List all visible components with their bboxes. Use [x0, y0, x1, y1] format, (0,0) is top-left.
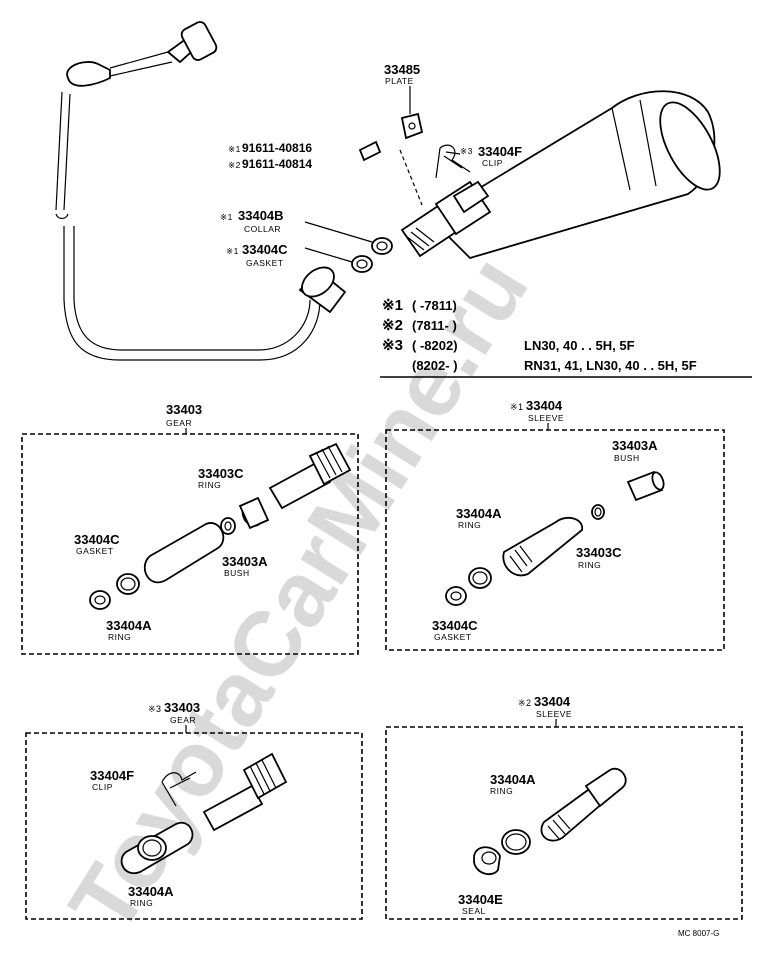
svg-text:33404C: 33404C	[74, 532, 120, 547]
box-sleeve-2-title: ※2 33404 SLEEVE	[518, 694, 572, 727]
svg-text:RING: RING	[490, 786, 513, 796]
box3-ring-label: 33404A RING	[128, 884, 174, 908]
box-gear	[21, 433, 359, 655]
svg-text:※1: ※1	[510, 402, 524, 412]
box-sleeve-1-title: ※1 33404 SLEEVE	[510, 398, 564, 430]
svg-text:※1: ※1	[382, 297, 403, 314]
svg-text:CLIP: CLIP	[92, 782, 113, 792]
svg-text:RING: RING	[458, 520, 481, 530]
svg-text:PLATE: PLATE	[385, 76, 414, 86]
svg-text:33404F: 33404F	[478, 144, 522, 159]
svg-text:GASKET: GASKET	[246, 258, 283, 268]
box3-clip-label: 33404F CLIP	[90, 768, 134, 792]
box1-bush-label: 33403A BUSH	[222, 554, 268, 578]
svg-text:( -7811): ( -7811)	[412, 298, 457, 313]
svg-text:LN30, 40 . . 5H, 5F: LN30, 40 . . 5H, 5F	[524, 338, 635, 353]
gear-box1-illustration	[89, 442, 352, 610]
svg-text:※2: ※2	[382, 317, 403, 334]
legend-row-2: ※2 (7811- )	[382, 317, 457, 334]
svg-text:33404A: 33404A	[490, 772, 536, 787]
svg-text:RING: RING	[108, 632, 131, 642]
svg-text:※1: ※1	[220, 212, 233, 222]
svg-text:91611-40814: 91611-40814	[242, 157, 312, 171]
legend: ※1 ( -7811) ※2 (7811- ) ※3 ( -8202) LN30…	[380, 297, 752, 378]
box4-seal-label: 33404E SEAL	[458, 892, 503, 916]
watermark: ToyotaCarMine.ru	[50, 239, 547, 951]
svg-text:※1: ※1	[226, 246, 239, 256]
svg-text:BUSH: BUSH	[224, 568, 250, 578]
box2-bush-label: 33403A BUSH	[612, 438, 658, 463]
box2-ring-label: 33404A RING	[456, 506, 502, 530]
box-sleeve-2	[385, 726, 743, 920]
svg-text:33403C: 33403C	[576, 545, 622, 560]
svg-text:※3: ※3	[148, 704, 162, 714]
plate-label: 33485 PLATE	[384, 62, 420, 86]
screw-label-1: ※1 91611-40816	[228, 141, 312, 155]
legend-row-1: ※1 ( -7811)	[382, 297, 457, 314]
collar-label: ※1 33404B COLLAR	[220, 208, 284, 234]
diagram-code: MC 8007-G	[678, 929, 719, 938]
svg-text:GEAR: GEAR	[170, 715, 196, 725]
svg-text:(8202- ): (8202- )	[412, 358, 458, 373]
sleeve-box2-illustration	[445, 470, 665, 606]
svg-text:CLIP: CLIP	[482, 158, 503, 168]
svg-text:GASKET: GASKET	[76, 546, 113, 556]
box-gear-title: 33403 GEAR	[166, 402, 202, 434]
legend-row-3: ※3 ( -8202) LN30, 40 . . 5H, 5F	[382, 337, 635, 354]
svg-text:33404: 33404	[534, 694, 571, 709]
svg-text:※2: ※2	[228, 160, 241, 170]
svg-text:33485: 33485	[384, 62, 420, 77]
svg-text:33404B: 33404B	[238, 208, 284, 223]
svg-text:33404A: 33404A	[106, 618, 152, 633]
box2-ring-small-label: 33403C RING	[576, 545, 622, 570]
box1-gasket-label: 33404C GASKET	[74, 532, 120, 556]
screw-label-2: ※2 91611-40814	[228, 157, 312, 171]
clip-label: ※3 33404F CLIP	[460, 144, 522, 168]
svg-text:33404A: 33404A	[456, 506, 502, 521]
legend-row-4: (8202- ) RN31, 41, LN30, 40 . . 5H, 5F	[412, 358, 697, 373]
box-sleeve-1	[385, 429, 725, 651]
gasket-label: ※1 33404C GASKET	[226, 242, 288, 268]
svg-text:※3: ※3	[382, 337, 403, 354]
svg-text:RING: RING	[198, 480, 221, 490]
svg-text:BUSH: BUSH	[614, 453, 640, 463]
svg-text:RN31, 41, LN30, 40 . . 5H, 5F: RN31, 41, LN30, 40 . . 5H, 5F	[524, 358, 697, 373]
svg-text:33404F: 33404F	[90, 768, 134, 783]
sleeve-box4-illustration	[473, 767, 627, 876]
svg-text:SLEEVE: SLEEVE	[528, 413, 564, 423]
box2-gasket-label: 33404C GASKET	[432, 618, 478, 642]
box1-ring-top-label: 33403C RING	[198, 466, 244, 490]
svg-text:※1: ※1	[228, 144, 241, 154]
box1-ring-bottom-label: 33404A RING	[106, 618, 152, 642]
svg-text:(7811- ): (7811- )	[412, 318, 457, 333]
gear-box3-illustration	[120, 752, 288, 875]
svg-text:91611-40816: 91611-40816	[242, 141, 312, 155]
svg-text:33403: 33403	[166, 402, 202, 417]
box4-ring-label: 33404A RING	[490, 772, 536, 796]
svg-text:RING: RING	[578, 560, 601, 570]
svg-text:33404: 33404	[526, 398, 563, 413]
svg-text:33404E: 33404E	[458, 892, 503, 907]
svg-text:33403: 33403	[164, 700, 200, 715]
svg-text:( -8202): ( -8202)	[412, 338, 458, 353]
svg-text:※2: ※2	[518, 698, 532, 708]
svg-text:GASKET: GASKET	[434, 632, 471, 642]
svg-text:33403C: 33403C	[198, 466, 244, 481]
svg-text:33403A: 33403A	[612, 438, 658, 453]
svg-text:33404A: 33404A	[128, 884, 174, 899]
svg-text:GEAR: GEAR	[166, 418, 192, 428]
svg-text:SLEEVE: SLEEVE	[536, 709, 572, 719]
svg-text:COLLAR: COLLAR	[244, 224, 281, 234]
svg-text:※3: ※3	[460, 146, 473, 156]
svg-text:RING: RING	[130, 898, 153, 908]
svg-text:33404C: 33404C	[432, 618, 478, 633]
svg-text:33404C: 33404C	[242, 242, 288, 257]
svg-text:SEAL: SEAL	[462, 906, 486, 916]
speedometer-cable-illustration	[55, 21, 721, 361]
box-gear-2	[25, 732, 363, 920]
box-gear-2-title: ※3 33403 GEAR	[148, 700, 200, 733]
svg-text:33403A: 33403A	[222, 554, 268, 569]
